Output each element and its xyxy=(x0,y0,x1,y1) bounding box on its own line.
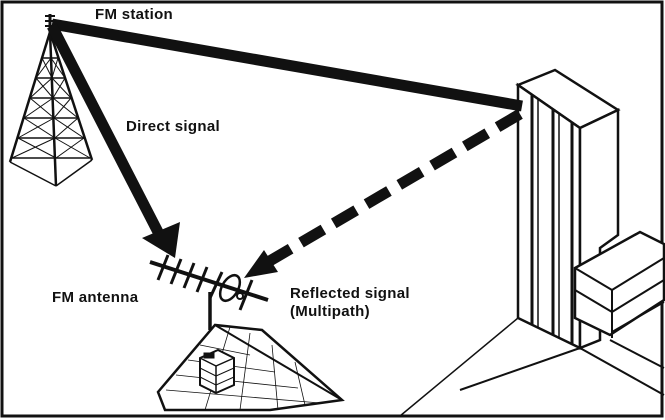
signal-to-building xyxy=(51,18,523,112)
reflected-signal-label: Reflected signal xyxy=(290,285,410,302)
chimney xyxy=(199,348,235,395)
direct-signal-arrowhead xyxy=(142,222,180,258)
fm-tower xyxy=(8,14,94,187)
direct-signal-label: Direct signal xyxy=(126,118,220,135)
fm-antenna xyxy=(149,254,269,330)
fm-station-label: FM station xyxy=(95,6,173,23)
reflected-signal-arrowhead xyxy=(244,250,278,278)
reflected-signal-line xyxy=(265,109,523,267)
fm-antenna-label: FM antenna xyxy=(52,289,139,306)
reflecting-building xyxy=(399,68,665,417)
house-roof xyxy=(156,323,345,412)
direct-signal-line xyxy=(47,23,163,235)
multipath-label: (Multipath) xyxy=(290,303,370,320)
